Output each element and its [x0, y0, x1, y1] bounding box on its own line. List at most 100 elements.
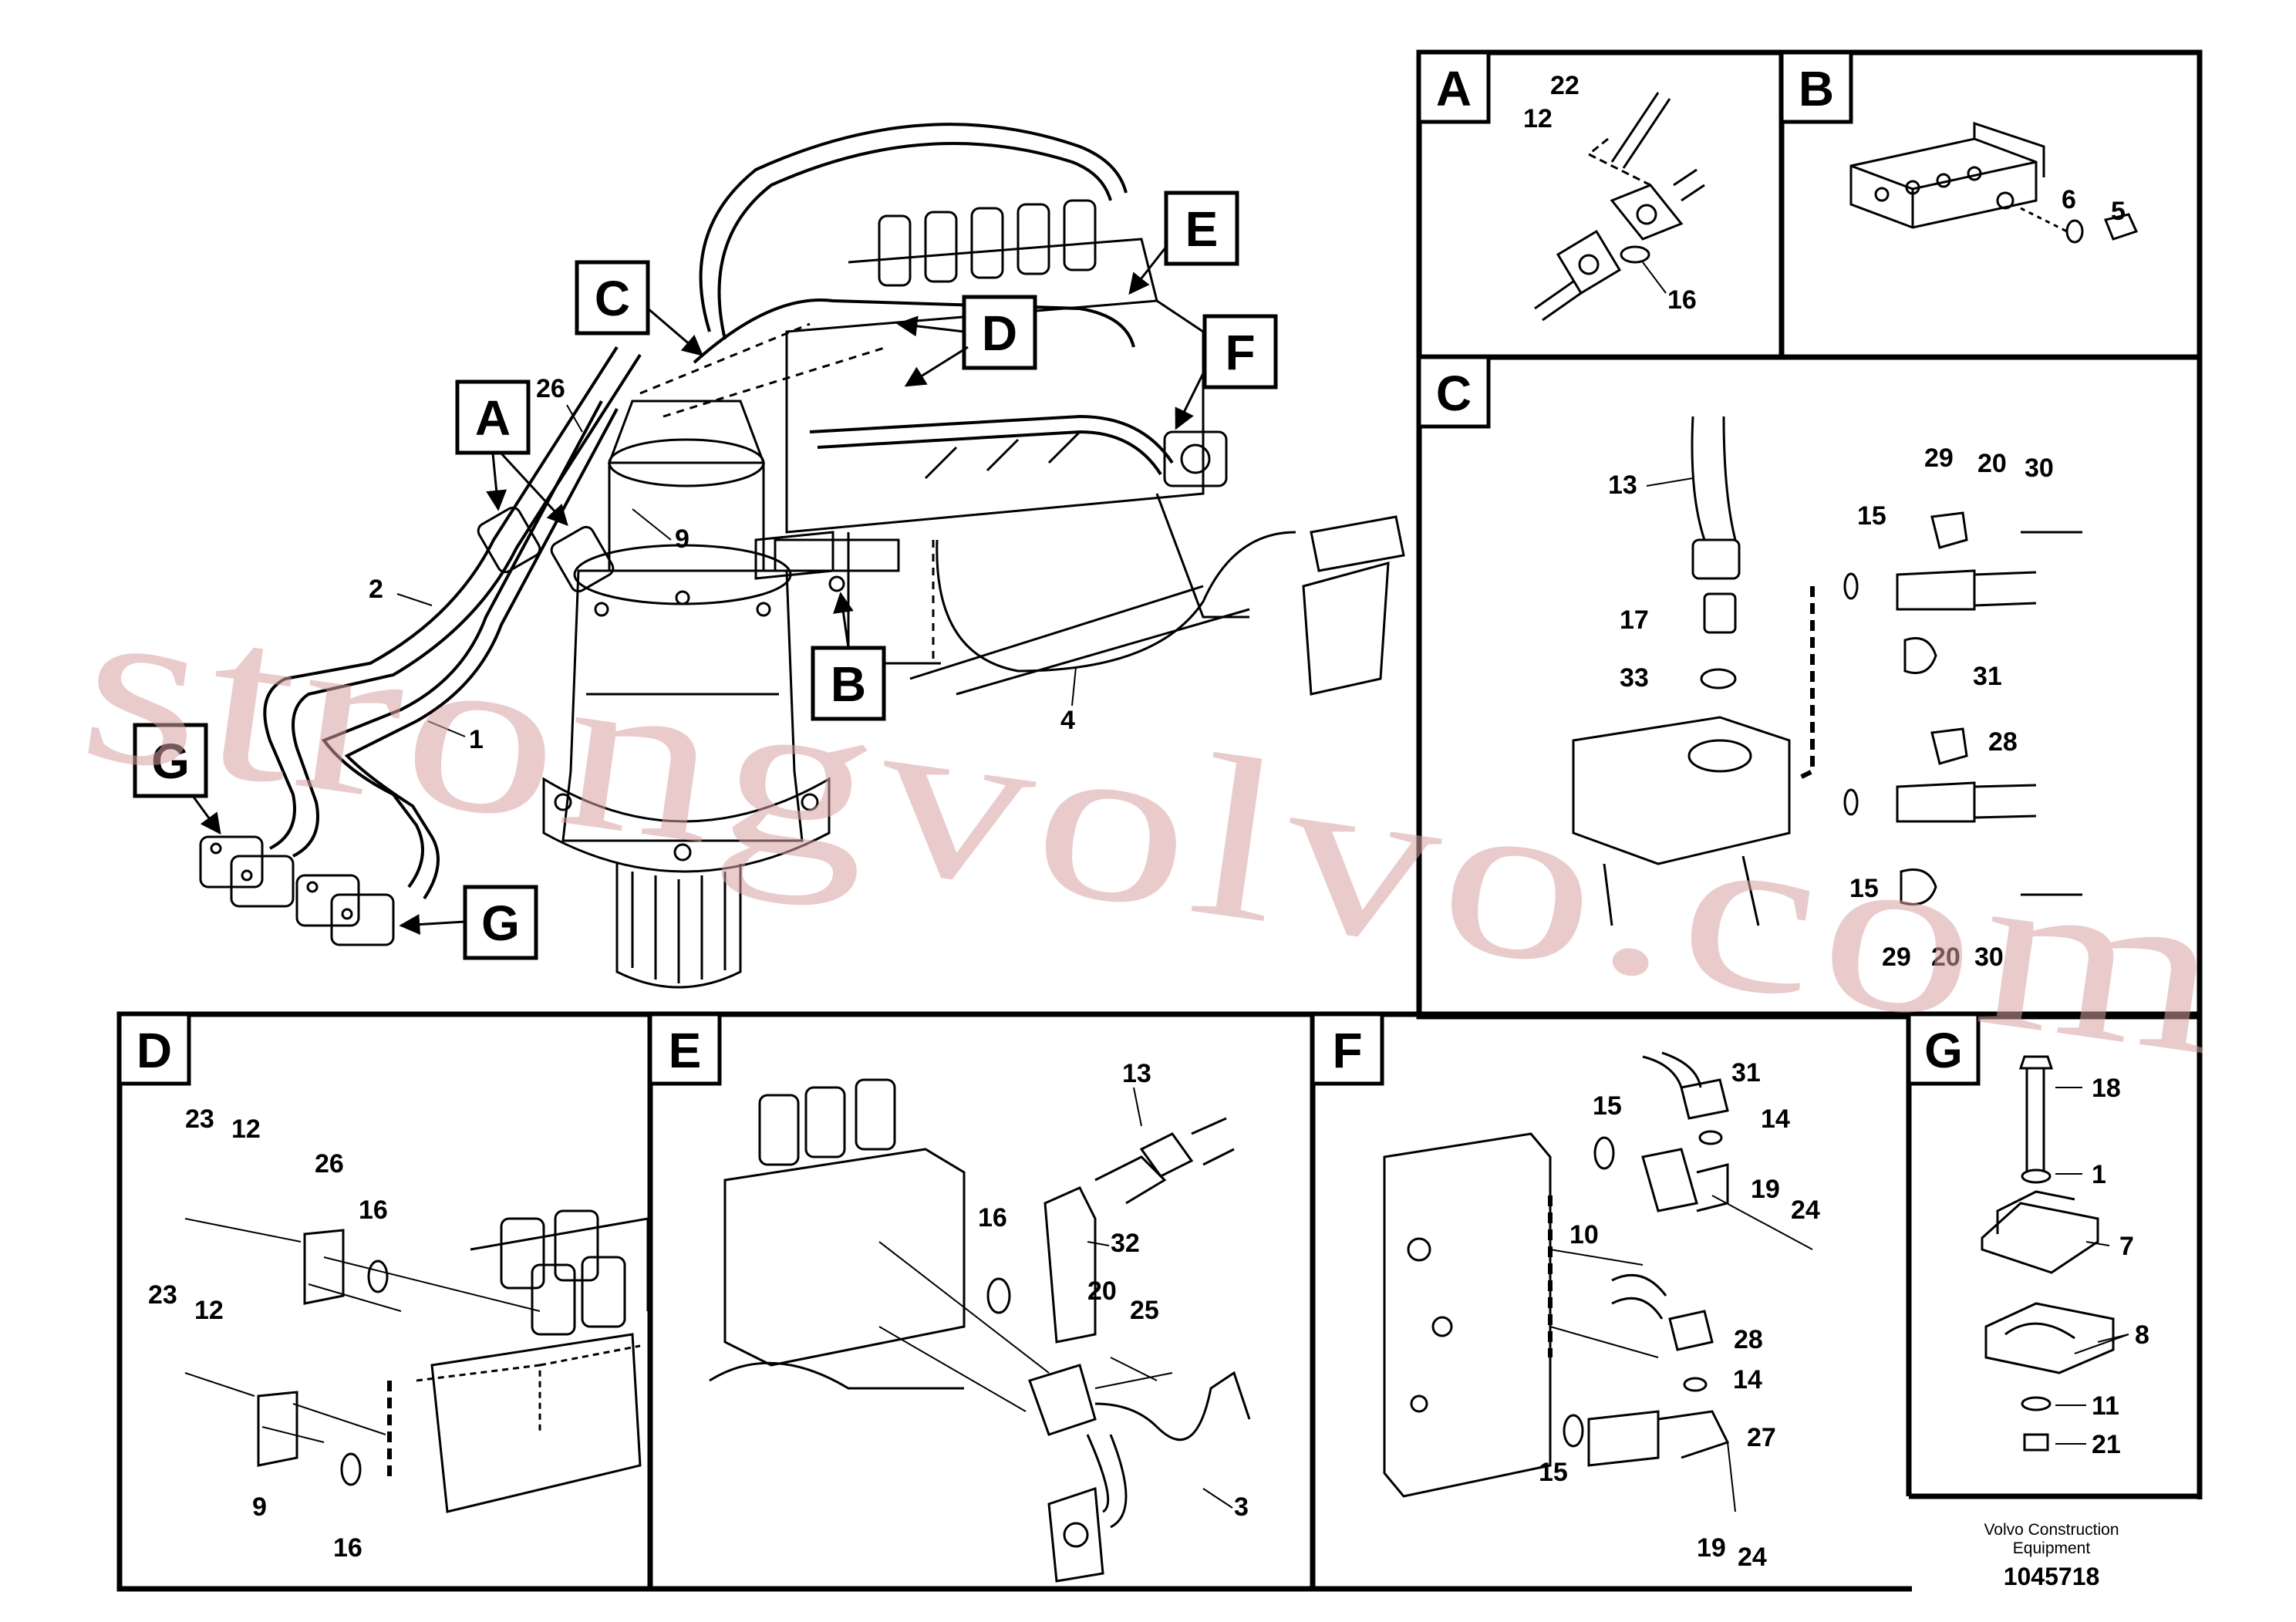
label-f-14-bottom: 14 [1733, 1365, 1762, 1394]
label-d-23-top: 23 [185, 1104, 214, 1134]
panel-d-detail: 23 12 26 16 23 12 9 16 [148, 1104, 649, 1563]
label-f-27: 27 [1747, 1423, 1776, 1452]
tab-b: B [1779, 50, 1853, 124]
label-a-12: 12 [1523, 104, 1553, 133]
label-d-12-bottom: 12 [194, 1296, 224, 1325]
tab-e: E [648, 1012, 722, 1086]
label-d-9: 9 [252, 1492, 267, 1522]
tab-g: G [1907, 1012, 1981, 1086]
tab-a: A [1417, 50, 1491, 124]
label-e-25: 25 [1130, 1296, 1159, 1325]
callout-f[interactable]: F [1175, 314, 1278, 430]
label-d-12-top: 12 [231, 1114, 261, 1144]
label-d-23-bottom: 23 [148, 1280, 177, 1310]
label-c-15-top: 15 [1857, 501, 1886, 531]
tab-g-label: G [1924, 1023, 1963, 1078]
caption-line-1: Volvo Construction [1984, 1521, 2119, 1539]
label-c-33: 33 [1620, 663, 1649, 693]
callout-d[interactable]: D [896, 295, 1037, 387]
label-e-32: 32 [1111, 1229, 1140, 1258]
callout-d-label: D [982, 305, 1017, 361]
label-g-11-bottom: 11 [2092, 1391, 2119, 1421]
callout-e[interactable]: E [1128, 191, 1239, 295]
label-b-5: 5 [2111, 197, 2126, 226]
label-g-8: 8 [2135, 1320, 2149, 1350]
document-id: 1045718 [2004, 1563, 2100, 1590]
callout-a[interactable]: A [455, 379, 568, 526]
label-e-16: 16 [978, 1203, 1007, 1233]
panel-g-detail: 18 1 7 8 11 21 [1981, 1055, 2149, 1459]
top-hoses [693, 123, 1174, 476]
flanges-g [199, 835, 395, 946]
tab-f-label: F [1332, 1023, 1362, 1078]
control-valve [754, 199, 1250, 696]
panel-f-detail: 15 31 14 19 24 10 28 14 27 15 19 24 [1383, 1051, 1820, 1572]
tab-d: D [117, 1012, 191, 1086]
pipes-1-2 [263, 346, 642, 900]
label-g-18: 18 [2092, 1074, 2121, 1103]
label-c-13: 13 [1608, 470, 1637, 500]
label-e-3: 3 [1234, 1492, 1249, 1522]
label-e-13: 13 [1122, 1059, 1151, 1088]
label-9: 9 [675, 524, 689, 554]
tab-b-label: B [1799, 61, 1834, 116]
label-c-17: 17 [1620, 605, 1649, 635]
label-e-20: 20 [1087, 1276, 1117, 1306]
label-c-30-top: 30 [2025, 454, 2054, 483]
label-d-16-top: 16 [359, 1195, 388, 1225]
label-f-19-bottom: 19 [1697, 1533, 1726, 1563]
callout-b[interactable]: B [811, 592, 886, 721]
panel-b-detail: 6 5 [1849, 121, 2139, 244]
label-a-16: 16 [1667, 285, 1697, 315]
label-f-31: 31 [1731, 1058, 1761, 1088]
panel-c-detail: 13 17 33 15 15 29 20 30 31 28 29 20 30 [1572, 416, 2082, 972]
label-c-31: 31 [1973, 662, 2002, 691]
callout-g-1[interactable]: G [133, 723, 221, 835]
callout-g-1-label: G [151, 733, 190, 789]
panel-e-detail: 13 16 32 20 25 3 [709, 1059, 1251, 1583]
label-f-15-bottom: 15 [1539, 1458, 1568, 1487]
callout-f-label: F [1225, 325, 1255, 380]
label-4: 4 [1060, 706, 1075, 735]
caption-block: Volvo Construction Equipment 1045718 [1984, 1521, 2119, 1590]
label-1: 1 [469, 725, 484, 754]
label-c-20-bottom: 20 [1931, 943, 1961, 972]
tab-c-label: C [1436, 366, 1472, 421]
main-part-numbers: 26 9 2 1 4 [369, 374, 1077, 754]
label-g-11-top: 1 [2092, 1160, 2106, 1189]
callout-c-label: C [595, 271, 630, 326]
label-26: 26 [536, 374, 565, 403]
label-f-28: 28 [1734, 1325, 1763, 1354]
label-f-24-top: 24 [1791, 1195, 1820, 1225]
label-d-16-bottom: 16 [333, 1533, 362, 1563]
label-f-10: 10 [1569, 1220, 1599, 1249]
panel-letter-tabs: A B C D E F G [117, 50, 1981, 1086]
main-assembly-view [199, 123, 1405, 989]
tab-c: C [1417, 355, 1491, 429]
callout-c[interactable]: C [575, 260, 704, 356]
label-c-29-top: 29 [1924, 443, 1954, 473]
label-a-22: 22 [1550, 71, 1580, 100]
label-f-24-bottom: 24 [1738, 1543, 1767, 1572]
panel-a-detail: 22 12 16 [1523, 71, 1705, 322]
tab-a-label: A [1436, 61, 1472, 116]
label-f-15-top: 15 [1593, 1091, 1622, 1121]
label-c-15-bottom: 15 [1849, 874, 1879, 903]
label-c-30-bottom: 30 [1974, 943, 2004, 972]
callout-g-2[interactable]: G [399, 885, 538, 960]
callout-a-label: A [475, 390, 511, 446]
label-g-21: 21 [2092, 1430, 2121, 1459]
label-c-29-bottom: 29 [1882, 943, 1911, 972]
watermark-text: strongvolvo.com [68, 550, 2242, 1104]
tab-e-label: E [669, 1023, 702, 1078]
label-2: 2 [369, 575, 383, 604]
tab-d-label: D [137, 1023, 172, 1078]
label-d-26: 26 [315, 1149, 344, 1179]
label-c-28: 28 [1988, 727, 2018, 757]
label-f-19-top: 19 [1751, 1175, 1780, 1204]
label-b-6: 6 [2062, 185, 2076, 214]
callout-g-2-label: G [481, 895, 520, 951]
pilot-line-4 [932, 515, 1405, 696]
